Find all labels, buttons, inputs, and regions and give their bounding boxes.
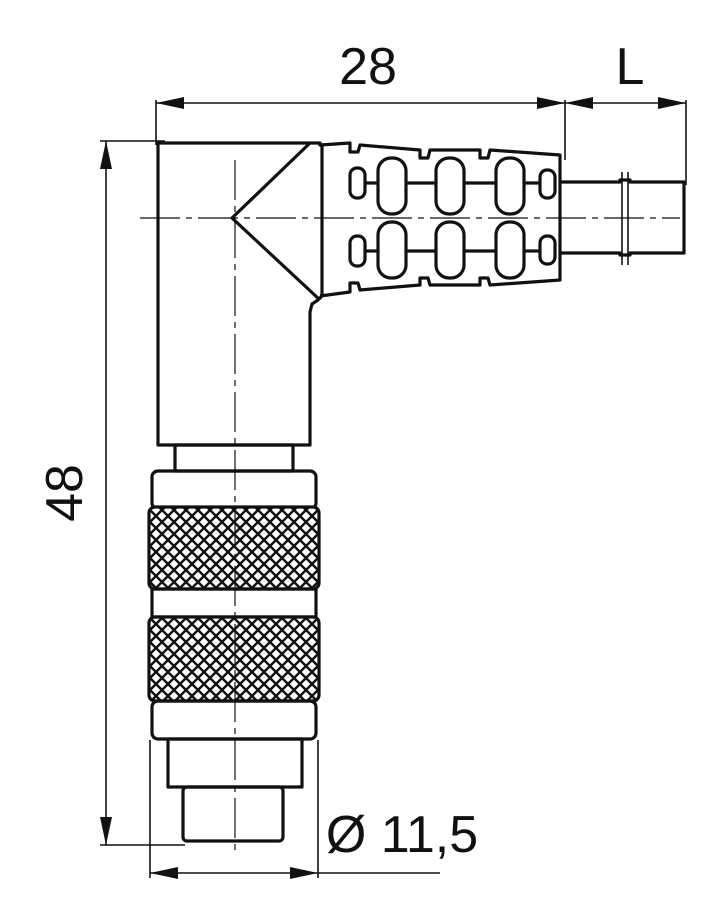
diameter-label: Ø 11,5 <box>326 806 478 864</box>
length-label: L <box>616 38 645 96</box>
strain-relief-boot <box>319 141 562 298</box>
height-dimension: 48 <box>36 140 185 846</box>
angled-housing <box>156 141 324 447</box>
height-label: 48 <box>36 464 94 522</box>
coupling-ring <box>147 469 321 741</box>
width-label: 28 <box>339 38 397 96</box>
center-lines <box>140 160 680 855</box>
upper-knurl-band <box>147 505 321 591</box>
length-dimension: L <box>565 38 687 185</box>
lower-knurl-band <box>147 615 321 703</box>
width-dimension: 28 <box>155 38 566 160</box>
neck <box>173 443 295 473</box>
diameter-dimension: Ø 11,5 <box>149 740 478 879</box>
